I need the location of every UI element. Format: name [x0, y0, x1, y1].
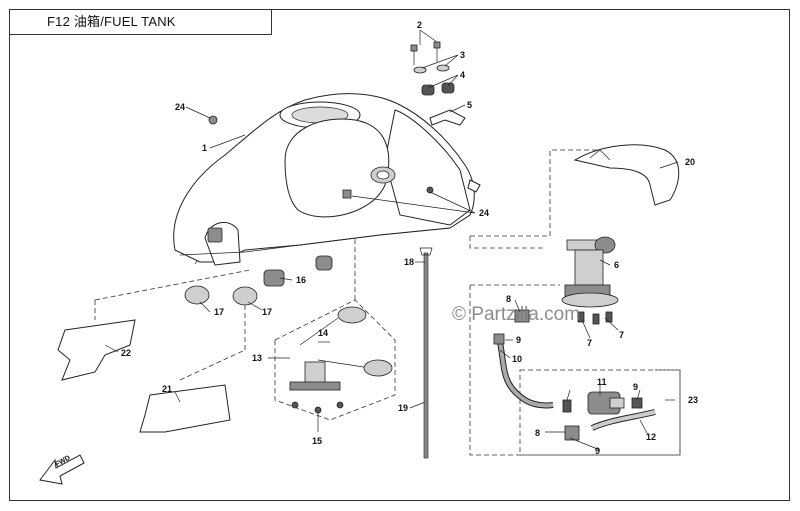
callout-11: 11 — [597, 377, 607, 387]
callout-labels: 1 2 3 4 5 6 7 7 8 8 9 9 9 10 11 12 13 14… — [121, 20, 698, 456]
decals — [57, 319, 231, 433]
callout-17-right: 17 — [262, 307, 272, 317]
callout-24-right: 24 — [479, 208, 489, 218]
callout-17-left: 17 — [214, 307, 224, 317]
rubber-mounts — [184, 255, 333, 306]
callout-4: 4 — [460, 70, 465, 80]
callout-19: 19 — [398, 403, 408, 413]
watermark: © Partzilla.com — [452, 304, 581, 325]
callout-13: 13 — [252, 353, 262, 363]
callout-15: 15 — [312, 436, 322, 446]
diagram-frame — [9, 9, 790, 501]
diagram-title: F12 油箱/FUEL TANK — [9, 9, 272, 35]
callout-1: 1 — [202, 143, 207, 153]
fuel-tank — [173, 93, 475, 266]
callout-9-upper: 9 — [516, 335, 521, 345]
callout-8-lower: 8 — [535, 428, 540, 438]
callout-14: 14 — [318, 328, 328, 338]
breather-hose — [419, 247, 433, 459]
callout-22: 22 — [121, 348, 131, 358]
callout-7-left: 7 — [587, 338, 592, 348]
fuel-pump-assy — [514, 236, 619, 325]
callout-24-left: 24 — [175, 102, 185, 112]
callout-5: 5 — [467, 100, 472, 110]
callout-9-right: 9 — [633, 382, 638, 392]
callout-7-right: 7 — [619, 330, 624, 340]
callout-9-lower: 9 — [595, 446, 600, 456]
callout-10: 10 — [512, 354, 522, 364]
callout-18: 18 — [404, 257, 414, 267]
callout-2: 2 — [417, 20, 422, 30]
heat-shield — [573, 144, 680, 206]
callout-16: 16 — [296, 275, 306, 285]
callout-20: 20 — [685, 157, 695, 167]
callout-23: 23 — [688, 395, 698, 405]
callout-21: 21 — [162, 384, 172, 394]
callout-3: 3 — [460, 50, 465, 60]
fuel-line-assy — [493, 333, 656, 441]
assembly-group-outlines — [94, 149, 681, 456]
leader-lines — [104, 29, 679, 451]
fwd-arrow-icon — [39, 454, 85, 485]
callout-6: 6 — [614, 260, 619, 270]
callout-12: 12 — [646, 432, 656, 442]
callout-8-upper: 8 — [506, 294, 511, 304]
top-fasteners — [208, 41, 481, 193]
fuel-sender-assy — [289, 306, 393, 414]
